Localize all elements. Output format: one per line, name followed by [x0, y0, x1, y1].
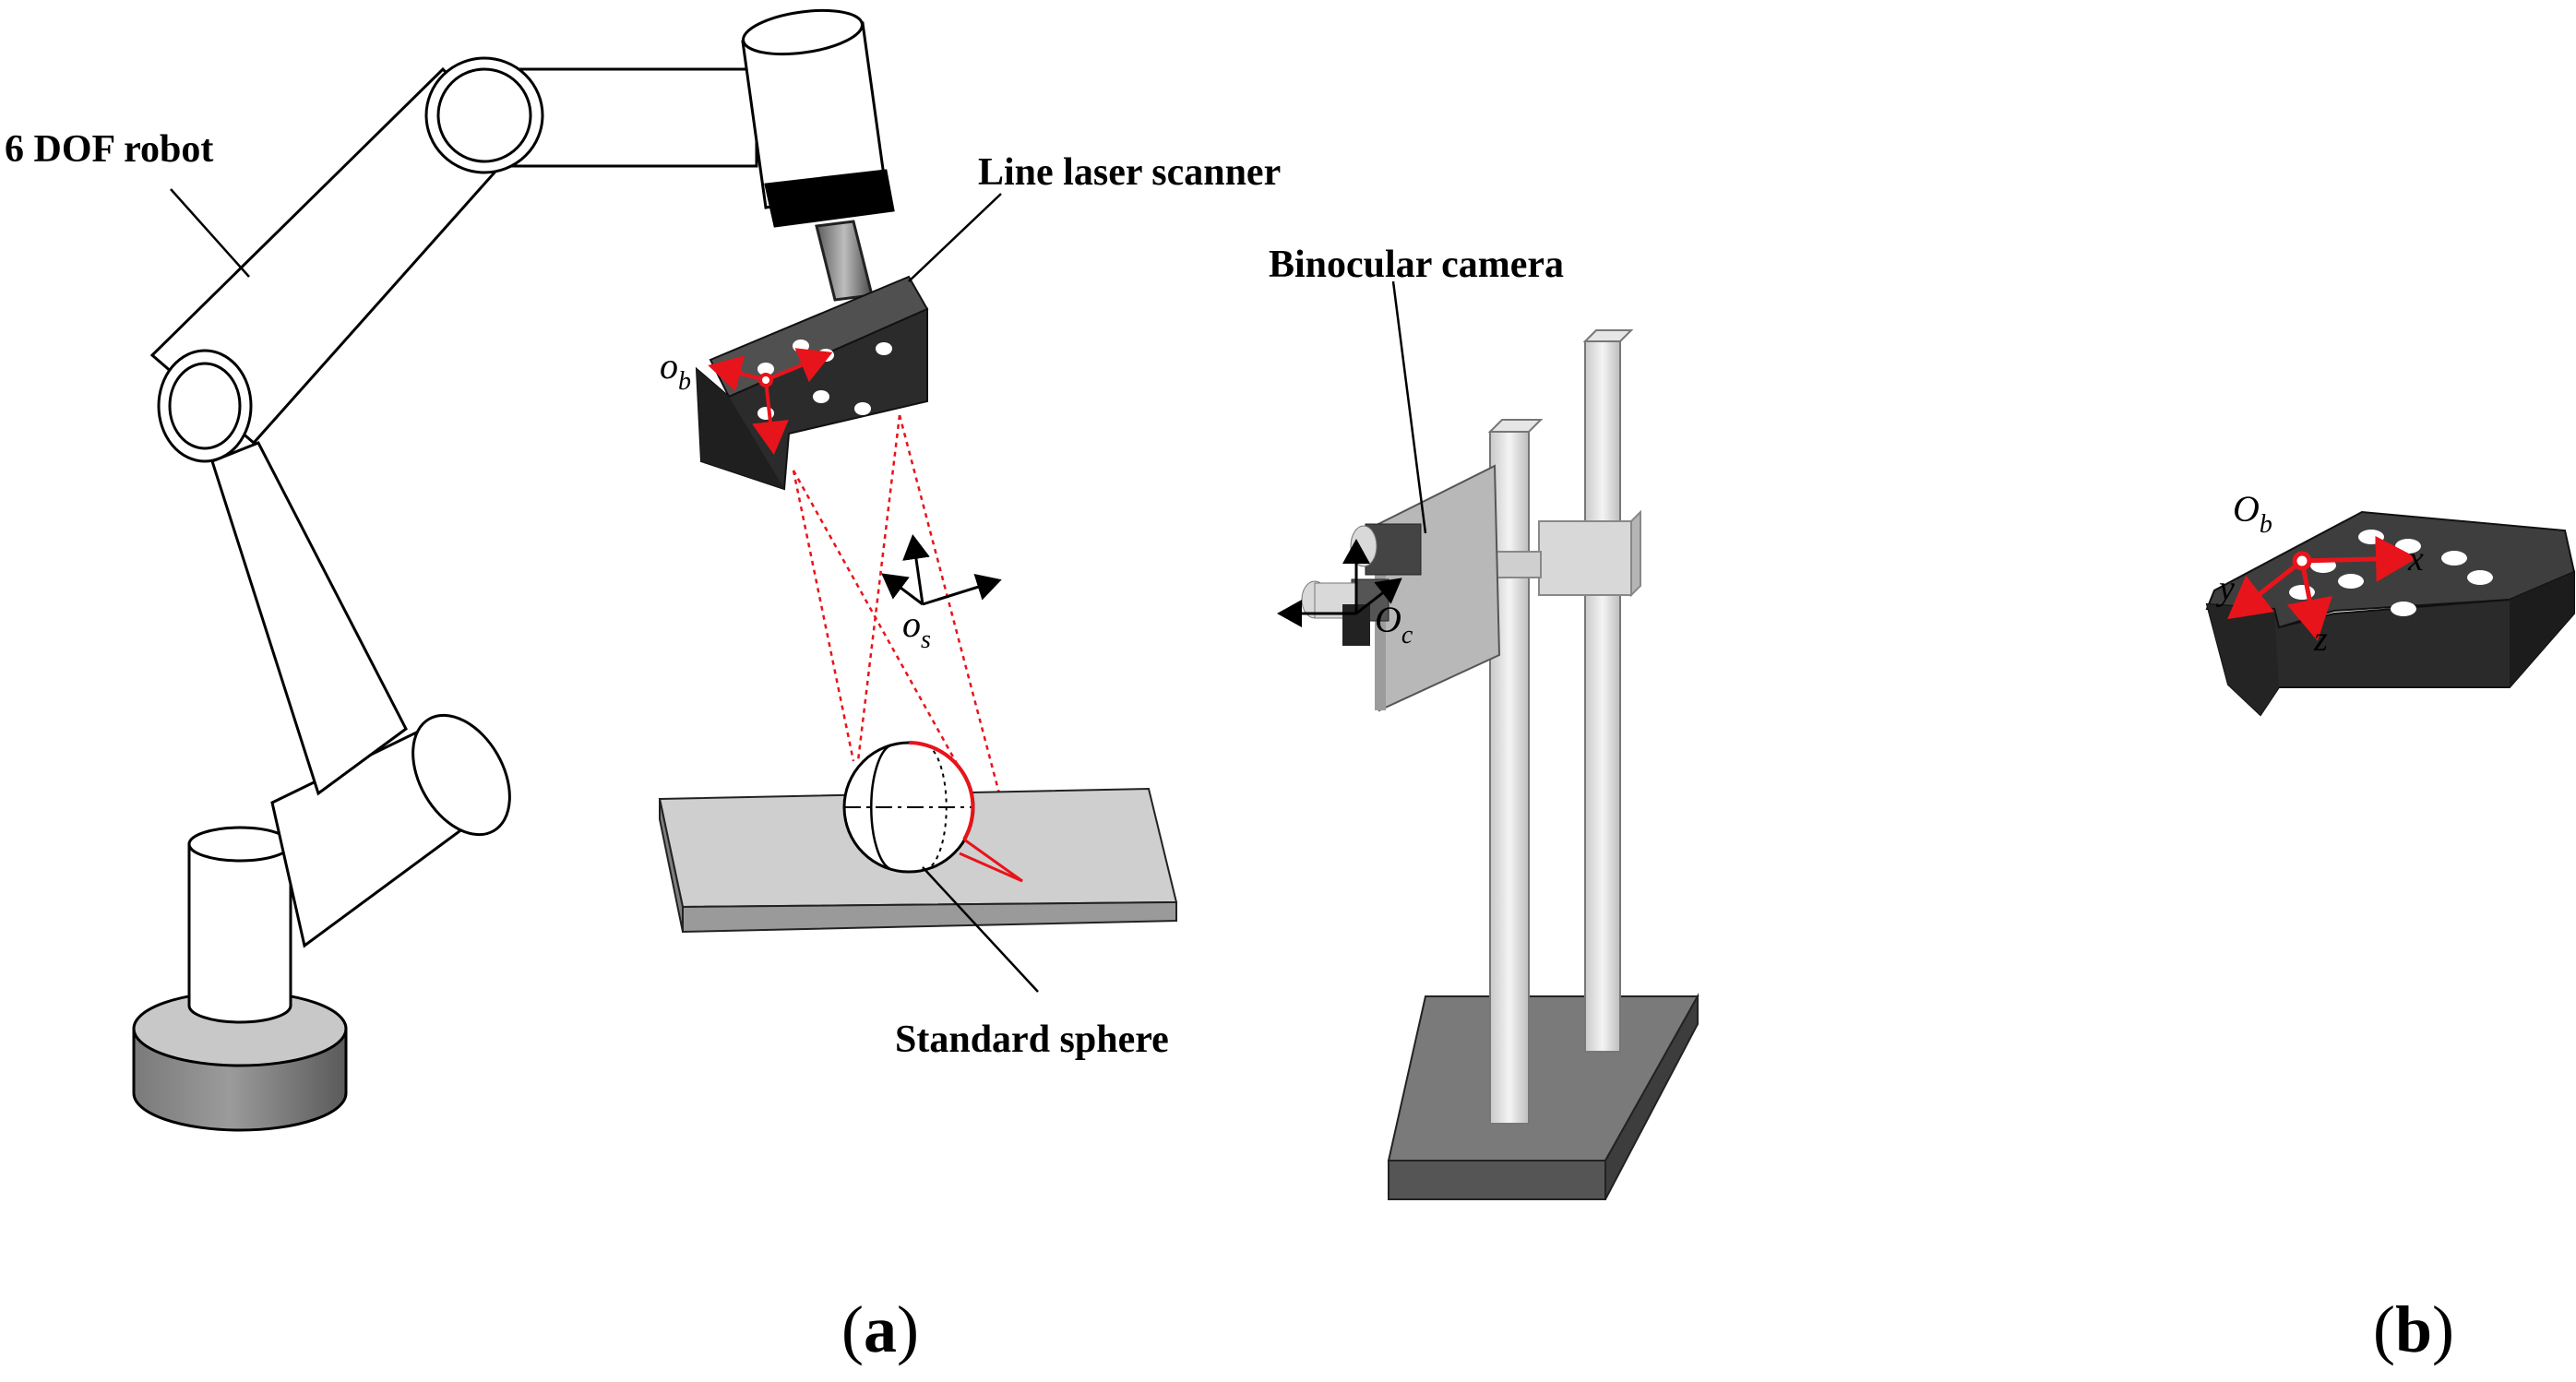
robot-leader-line — [170, 188, 250, 278]
binocular-camera — [1301, 464, 1501, 712]
robot-label: 6 DOF robot — [5, 128, 213, 171]
sphere-leader-line — [922, 866, 1039, 993]
camera-leader-line — [1391, 280, 1427, 534]
panel-b-label: (b) — [2373, 1293, 2454, 1366]
robot-shoulder-joint — [411, 713, 511, 837]
scanner-frame-axes — [708, 348, 833, 455]
frame-ob-big: Ob — [2233, 488, 2272, 539]
camera-stand — [1387, 329, 1699, 1200]
scanner-leader-line — [908, 193, 1002, 282]
axis-x-label: x — [2407, 540, 2424, 578]
standard-sphere — [842, 741, 1023, 883]
camera-frame-axes — [1277, 539, 1402, 627]
scanner-label: Line laser scanner — [978, 151, 1281, 194]
frame-ob-small: ob — [660, 345, 691, 396]
closeup-frame-axes — [2227, 535, 2417, 641]
panel-a-label: (a) — [841, 1293, 919, 1366]
robot-arm — [132, 8, 895, 1132]
axis-z-label: z — [2313, 620, 2328, 659]
frame-os: os — [902, 603, 931, 654]
frame-oc: Oc — [1375, 599, 1413, 649]
robot-column — [187, 826, 292, 1024]
robot-wrist-cylinder — [741, 8, 895, 228]
axis-y-label: y — [2215, 569, 2235, 608]
robot-shaft — [815, 220, 874, 302]
camera-label: Binocular camera — [1269, 244, 1564, 286]
scanner-closeup — [2205, 510, 2576, 717]
sensor-frame-axes — [881, 534, 1002, 606]
line-laser-scanner — [695, 275, 929, 491]
sphere-label: Standard sphere — [895, 1019, 1169, 1061]
robot-mid-link — [210, 441, 408, 796]
